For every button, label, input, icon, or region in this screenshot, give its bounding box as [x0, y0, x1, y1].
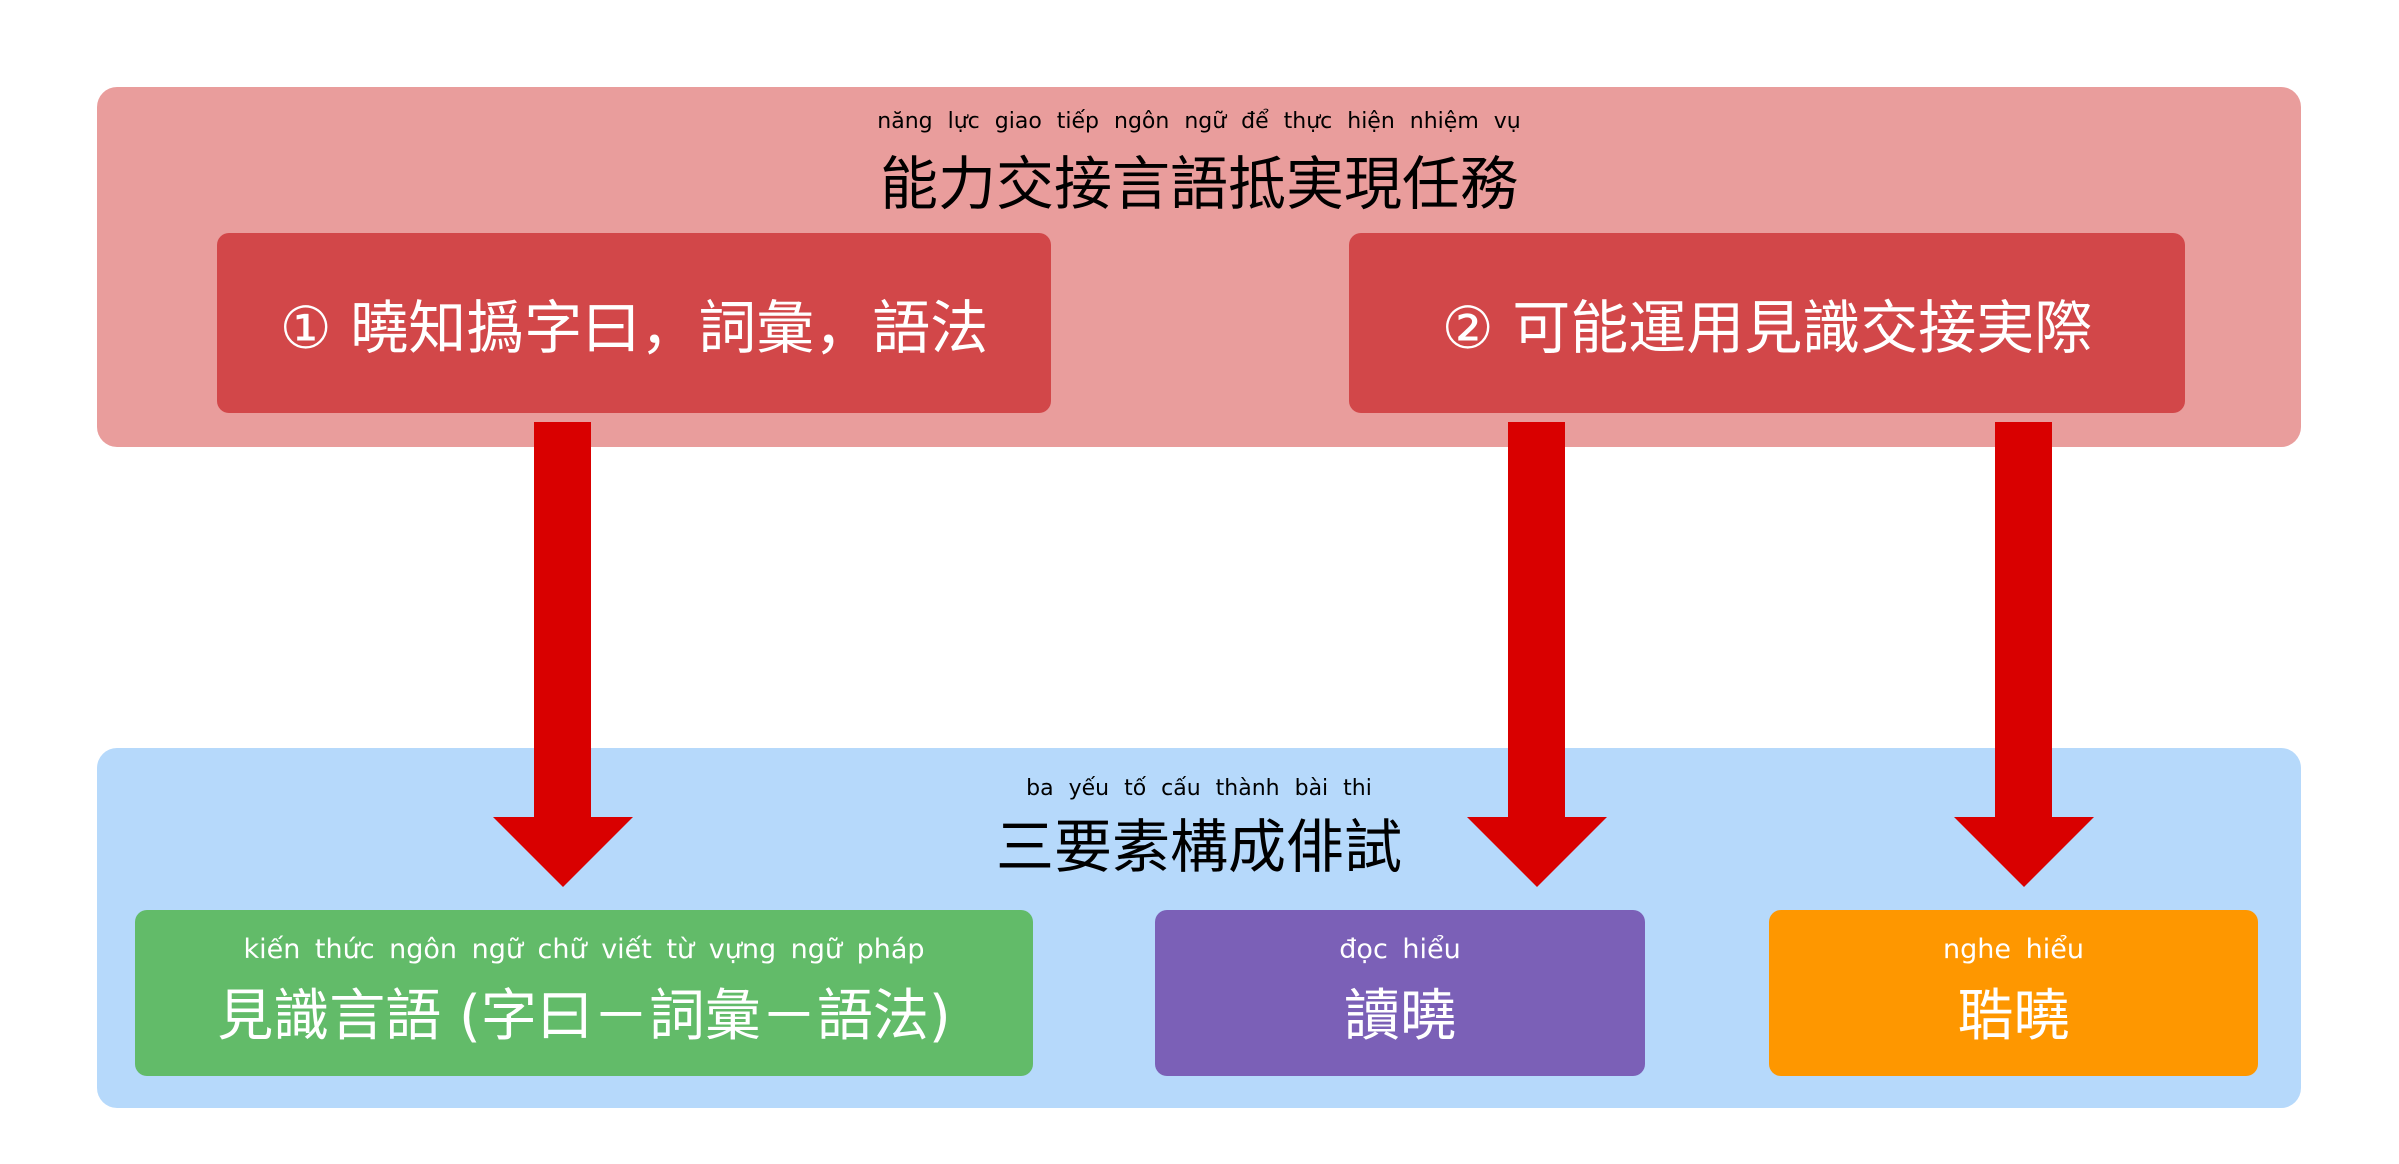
competence-box-label: ② 可能運用見識𠊚交接実際 — [1442, 281, 2092, 365]
component-label: 聕曉 — [1958, 971, 2070, 1052]
component-label: 見識言語 (字曰－詞彙－語法) — [217, 971, 951, 1052]
component-language-knowledge: kiến thức ngôn ngữ chữ viết từ vựng ngữ … — [135, 910, 1033, 1076]
top-title: 能力交接言語抵実現任務 — [97, 137, 2301, 221]
competence-box-label: ① 曉知撝字曰，詞彙，語法 — [280, 281, 988, 365]
competence-box-knowledge: ① 曉知撝字曰，詞彙，語法 — [217, 233, 1051, 413]
component-pinyin: đọc hiểu — [1339, 934, 1460, 965]
component-pinyin: kiến thức ngôn ngữ chữ viết từ vựng ngữ … — [243, 934, 924, 965]
component-listening: nghe hiểu 聕曉 — [1769, 910, 2258, 1076]
component-reading: đọc hiểu 讀曉 — [1155, 910, 1645, 1076]
competence-box-application: ② 可能運用見識𠊚交接実際 — [1349, 233, 2185, 413]
bottom-pinyin: ba yếu tố cấu thành bài thi — [97, 776, 2301, 801]
top-pinyin: năng lực giao tiếp ngôn ngữ để thực hiện… — [97, 109, 2301, 134]
component-label: 讀曉 — [1344, 971, 1456, 1052]
component-pinyin: nghe hiểu — [1943, 934, 2084, 965]
